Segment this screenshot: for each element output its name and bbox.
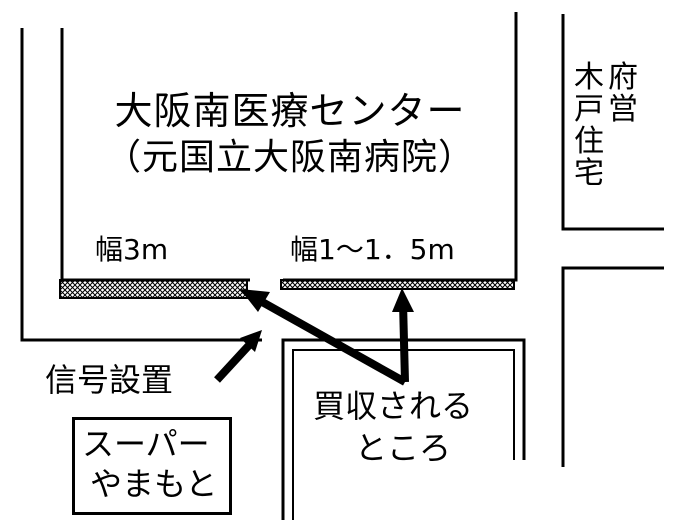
- purchase-arrowhead-right: [392, 288, 414, 312]
- housing-char: 木: [574, 60, 604, 95]
- purchase-arrow-left: [246, 290, 407, 386]
- signal-arrowhead: [240, 330, 262, 352]
- housing-block-boundary: [561, 14, 664, 231]
- hospital-name: 大阪南医療センター: [114, 89, 466, 133]
- housing-char: 営: [608, 92, 638, 127]
- width-label-right: 幅1～1．5m: [290, 233, 455, 266]
- hospital-former-name: （元国立大阪南病院）: [104, 137, 475, 178]
- signal-arrow: [214, 339, 255, 383]
- housing-char: 住: [574, 124, 604, 159]
- supermarket-box: [72, 417, 232, 515]
- housing-char: 戸: [574, 92, 604, 127]
- housing-label-col1: 府 営: [606, 62, 640, 126]
- purchase-arrowhead-left: [240, 289, 270, 312]
- width-label-left: 幅3m: [95, 233, 169, 266]
- purchase-arrow-right: [399, 301, 409, 383]
- purchase-strip-right: [280, 279, 515, 290]
- supermarket-label-line1: スーパー: [82, 425, 210, 463]
- housing-char: 宅: [574, 156, 604, 191]
- housing-label-col2: 木 戸 住 宅: [572, 62, 606, 190]
- purchase-label-line2: ところ: [355, 429, 452, 467]
- block-bottom-right: [561, 266, 664, 467]
- housing-char: 府: [608, 60, 638, 95]
- road-edge-outer: [20, 28, 262, 342]
- signal-label: 信号設置: [45, 361, 174, 399]
- purchase-strip-left: [59, 279, 248, 299]
- purchase-label-line1: 買収される: [313, 387, 474, 425]
- supermarket-label-line2: やまもと: [90, 465, 218, 503]
